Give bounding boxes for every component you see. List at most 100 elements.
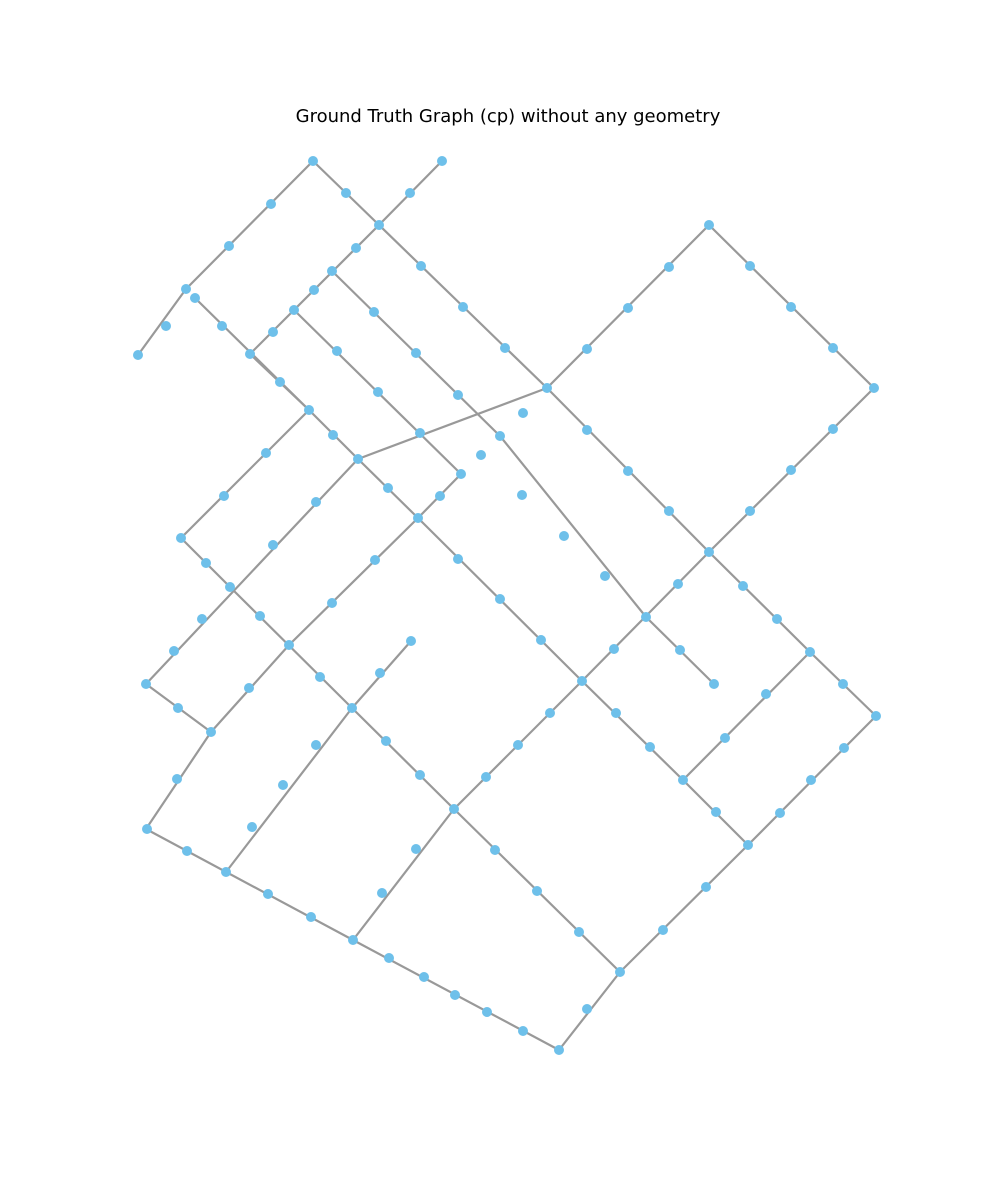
graph-edge [287,516,420,647]
graph-node [348,935,358,945]
graph-node [664,506,674,516]
graph-node [278,780,288,790]
graph-node [328,430,338,440]
graph-edge [681,650,812,782]
graph-node [383,483,393,493]
graph-node [611,708,621,718]
graph-node [738,581,748,591]
nodes-layer [133,156,881,1055]
graph-node [306,912,316,922]
graph-node [377,888,387,898]
graph-node [743,840,753,850]
graph-node [172,774,182,784]
graph-node [304,405,314,415]
graph-edge [618,843,750,974]
graph-node [263,889,273,899]
graph-node [658,925,668,935]
graph-edge [498,434,648,619]
graph-node [623,466,633,476]
graph-node [532,886,542,896]
graph-node [341,188,351,198]
graph-node [284,640,294,650]
graph-node [871,711,881,721]
graph-node [289,305,299,315]
graph-node [582,425,592,435]
graph-node [190,293,200,303]
graph-node [381,736,391,746]
graph-node [701,882,711,892]
graph-node [490,845,500,855]
graph-node [574,927,584,937]
graph-node [542,383,552,393]
graph-node [133,350,143,360]
graph-node [217,321,227,331]
graph-node [161,321,171,331]
graph-node [786,302,796,312]
graph-edge [144,827,355,942]
graph-node [245,349,255,359]
graph-node [353,454,363,464]
graph-node [347,703,357,713]
graph-node [786,465,796,475]
graph-node [828,424,838,434]
graph-node [709,679,719,689]
graph-node [435,491,445,501]
graph-node [745,261,755,271]
graph-node [169,646,179,656]
graph-node [518,408,528,418]
graph-node [413,513,423,523]
graph-node [582,1004,592,1014]
graph-node [201,558,211,568]
graph-edge [292,223,381,312]
graph-node [678,775,688,785]
graph-node [332,346,342,356]
graph-edge [184,159,315,291]
graph-node [449,804,459,814]
graph-node [456,469,466,479]
graph-node [675,645,685,655]
graph-node [623,303,633,313]
graph-node [374,220,384,230]
graph-node [311,740,321,750]
graph-edge [144,457,360,686]
graph-node [704,547,714,557]
graph-node [411,348,421,358]
graph-node [482,1007,492,1017]
graph-node [839,743,849,753]
graph-node [373,387,383,397]
graph-node [416,261,426,271]
graph-node [869,383,879,393]
graph-node [517,490,527,500]
graph-node [664,262,674,272]
graph-node [415,428,425,438]
graph-node [761,689,771,699]
graph-node [536,635,546,645]
graph-node [481,772,491,782]
graph-node [828,343,838,353]
graph-node [225,582,235,592]
graph-node [181,284,191,294]
graph-node [268,540,278,550]
graph-node [384,953,394,963]
graph-node [711,807,721,817]
graph-node [375,668,385,678]
graph-node [369,307,379,317]
graph-node [206,727,216,737]
graph-node [261,448,271,458]
graph-node [609,644,619,654]
graph-node [437,156,447,166]
graph-node [221,867,231,877]
graph-edge [350,706,456,811]
graph-node [450,990,460,1000]
graph-node [582,344,592,354]
graph-node [309,285,319,295]
graph-node [645,742,655,752]
graph-node [600,571,610,581]
graph-node [308,156,318,166]
graph-node [559,531,569,541]
graph-edge [351,807,456,942]
graph-node [641,612,651,622]
graph-node [500,343,510,353]
graph-node [142,824,152,834]
